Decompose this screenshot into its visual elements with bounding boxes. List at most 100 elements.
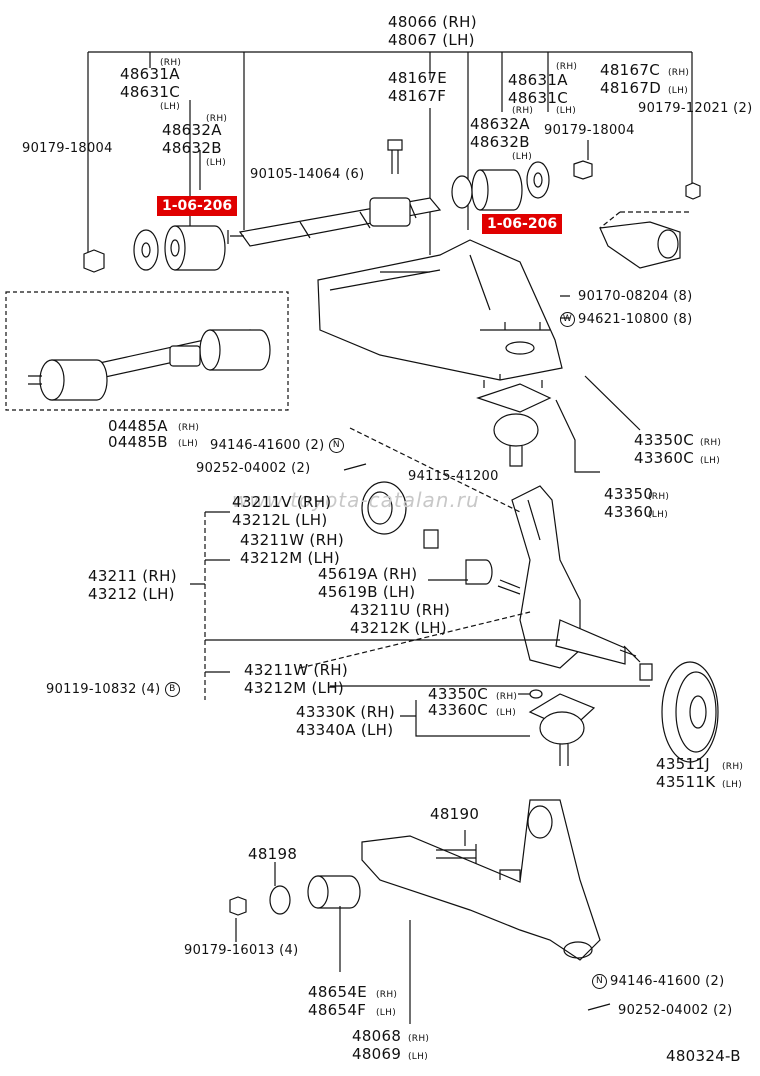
label-48198: 48198 [248,845,298,863]
lower-control-arm [361,799,601,961]
label-48167f: 48167F [388,87,447,105]
watermark: www.toyota-catalan.ru [232,488,480,512]
lower-ball-joint [528,689,596,766]
bushing-48654 [317,875,361,909]
label-lh: (LH) [496,708,517,718]
label-43350c-2: 43350C [428,685,488,703]
ref-badge[interactable]: 1-06-206 [157,196,238,216]
label-43360: 43360 [604,503,654,521]
cotter-pin [343,463,367,471]
label-rh: (RH) [700,438,722,448]
bolt-43211u [497,579,521,595]
disc-hub [661,661,719,763]
label-04485a: 04485A [108,417,168,435]
leader-line [87,51,693,255]
label-43511j: 43511J [656,755,710,773]
shaft-assembly-box [5,291,289,411]
leader-line [400,700,530,737]
bolt-90105 [387,139,403,174]
label-43212l: 43212L (LH) [232,511,328,529]
label-90105-14064: 90105-14064 (6) [250,167,365,182]
label-48167e: 48167E [388,69,447,87]
label-48067: 48067 (LH) [388,31,475,49]
bushing-small [423,529,439,549]
label-lh: (LH) [376,1008,397,1018]
bolt-b-icon: B [164,682,180,697]
label-lh: (LH) [178,439,199,449]
label-lh: (LH) [700,456,721,466]
label-lh: (LH) [408,1052,429,1062]
nut-lower [229,896,247,916]
label-43212m: 43212M (LH) [240,549,341,567]
label-rh: (RH) [722,762,744,772]
shaft-right-piece [599,211,690,269]
bolt-48190 [436,844,477,864]
label-48066: 48066 (RH) [388,13,477,31]
leader-line [205,639,650,687]
nut-small [685,182,701,200]
label-text: 94146-41600 (2) [210,438,325,453]
label-lh: (LH) [722,780,743,790]
label-43330k: 43330K (RH) [296,703,396,721]
label-43350: 43350 [604,485,654,503]
label-04485b: 04485B [108,433,168,451]
label-lh: (LH) [556,106,577,116]
label-rh: (RH) [648,492,670,502]
label-45619b: 45619B (LH) [318,583,416,601]
steering-knuckle [511,485,641,669]
label-lh: (LH) [512,152,533,162]
label-rh: (RH) [178,423,200,433]
label-48632a: 48632A [162,121,222,139]
label-43350c: 43350C [634,431,694,449]
label-43211w-2: 43211W (RH) [244,661,349,679]
ref-badge[interactable]: 1-06-206 [482,214,563,234]
label-43211: 43211 (RH) [88,567,177,585]
label-43360c: 43360C [634,449,694,467]
washer-48198 [269,885,291,915]
label-lh: (LH) [160,102,181,112]
upper-arm-shaft [227,197,442,247]
label-90179-18004: 90179-18004 [22,141,113,156]
label-rh: (RH) [206,114,228,124]
leader-line [429,108,589,255]
label-43212k: 43212K (LH) [350,619,447,637]
label-90179-16013: 90179-16013 (4) [184,943,299,958]
label-43360c-2: 43360C [428,701,488,719]
arm-shaft-assembly [28,329,271,401]
leader-line [190,511,230,673]
label-rh: (RH) [668,68,690,78]
label-lh: (LH) [206,158,227,168]
bushing-hub [639,663,653,681]
label-lh: (LH) [668,86,689,96]
label-rh: (RH) [556,62,578,72]
label-48631c-r: 48631C [508,89,568,107]
leader-line [235,830,466,1024]
label-43340a: 43340A (LH) [296,721,394,739]
label-rh: (RH) [160,58,182,68]
nut-right [573,160,593,180]
label-text: 90119-10832 (4) [46,682,161,697]
label-text: 94621-10800 (8) [578,312,693,327]
label-90179-12021: 90179-12021 (2) [638,101,753,116]
label-48631a: 48631A [120,65,180,83]
label-90252-04002-top: 90252-04002 (2) [196,461,311,476]
bushing-right [451,161,550,211]
label-90179-18004-r: 90179-18004 [544,123,635,138]
nut-n-icon: N [592,974,607,989]
label-90170-08204: 90170-08204 (8) [578,289,693,304]
label-43511k: 43511K [656,773,716,791]
label-48069: 48069 [352,1045,402,1063]
label-48632a-r: 48632A [470,115,530,133]
label-94115-41200: 94115-41200 [408,469,499,484]
label-43211u: 43211U (RH) [350,601,451,619]
bushing-left [133,225,226,271]
label-90252-04002-bot: 90252-04002 (2) [618,1003,733,1018]
label-90119-10832: 90119-10832 (4) B [46,682,183,697]
label-rh: (RH) [376,990,398,1000]
label-48167c: 48167C [600,61,660,79]
upper-control-arm [317,239,563,381]
label-48631a-r: 48631A [508,71,568,89]
nut-n-icon: N [328,438,344,453]
